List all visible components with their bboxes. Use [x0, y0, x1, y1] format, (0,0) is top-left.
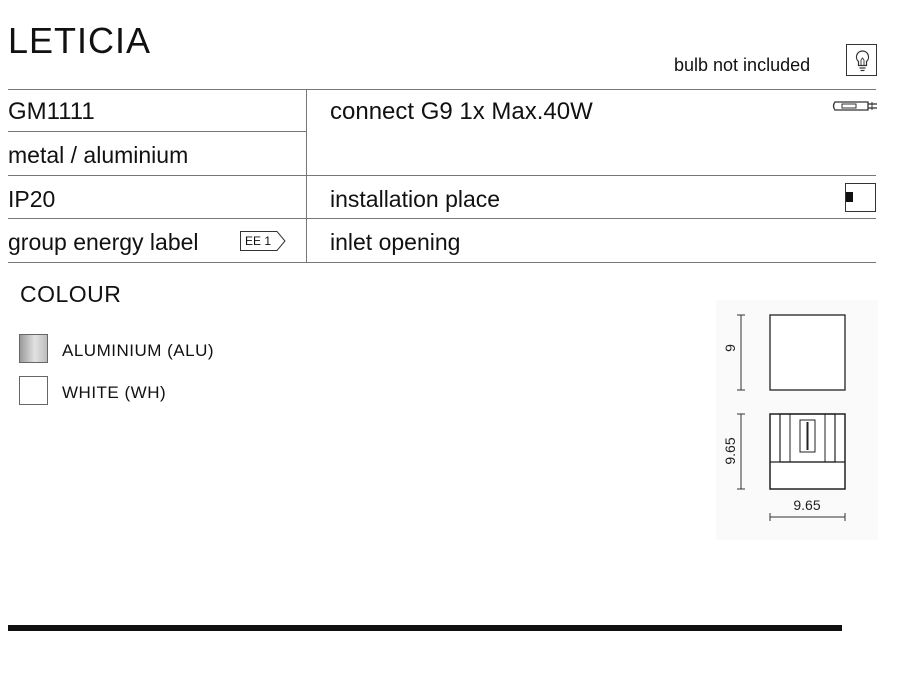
material-value: metal / aluminium: [8, 142, 189, 168]
table-divider: [306, 89, 307, 262]
product-code: GM1111: [8, 98, 95, 125]
table-bottom-rule: [8, 262, 876, 263]
swatch-white: [19, 376, 48, 405]
footer-rule: [8, 625, 842, 631]
energy-badge-text: EE 1: [245, 234, 272, 248]
installation-label: installation place: [330, 186, 501, 212]
swatch-label-white: WHITE (WH): [62, 383, 167, 402]
front-width-label: 9.65: [793, 497, 820, 513]
ip-rating: IP20: [8, 186, 56, 212]
top-height-label: 9: [722, 344, 738, 352]
inlet-label: inlet opening: [330, 229, 461, 255]
table-rule: [8, 218, 876, 219]
wall-mount-icon: [845, 183, 876, 212]
swatch-aluminium: [19, 334, 48, 363]
connection-value: connect G9 1x Max.40W: [330, 98, 593, 125]
bulb-icon: [846, 44, 877, 76]
dimension-drawing: 9 9.65 9.65: [716, 300, 878, 540]
bulb-note: bulb not included: [674, 55, 811, 75]
energy-badge: EE 1: [240, 231, 286, 251]
product-title: LETICIA: [8, 20, 152, 61]
table-top-rule: [8, 89, 876, 90]
table-rule: [8, 131, 306, 132]
swatch-label-aluminium: ALUMINIUM (ALU): [62, 341, 215, 360]
g9-lamp-icon: [832, 99, 878, 113]
table-rule: [8, 175, 876, 176]
top-view: [769, 314, 846, 391]
front-height-label: 9.65: [722, 437, 738, 464]
colour-title: COLOUR: [20, 281, 122, 307]
energy-label-text: group energy label: [8, 229, 199, 255]
